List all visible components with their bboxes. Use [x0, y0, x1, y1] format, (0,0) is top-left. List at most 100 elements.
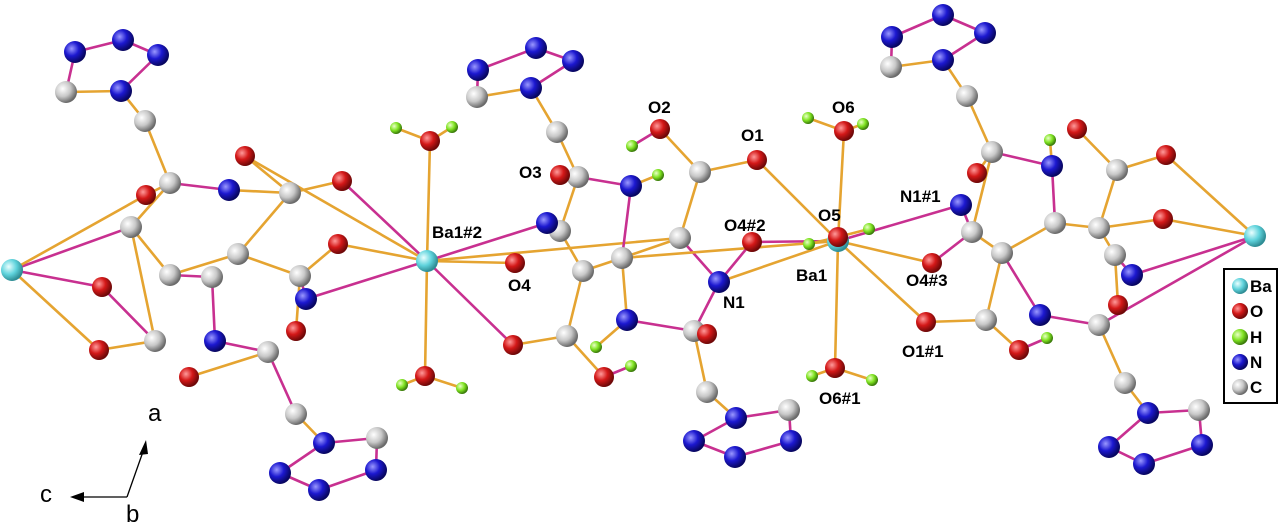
- atom-n-m-n2: [536, 212, 558, 234]
- legend-o-label: O: [1250, 302, 1263, 321]
- bond-ba_m-w2_o: [423, 259, 429, 378]
- atom-c-r-c5: [991, 242, 1013, 264]
- legend-n-swatch: [1232, 354, 1248, 370]
- atom-c-l-c1: [134, 110, 156, 132]
- atom-n-m-tn7: [724, 446, 746, 468]
- bond-ba_m-m_n2: [425, 221, 549, 263]
- atom-c-l-c10: [257, 341, 279, 363]
- axis-c-arrowhead: [70, 492, 84, 502]
- atom-layer: [1, 4, 1266, 501]
- atom-c-r-c3: [1106, 159, 1128, 181]
- atom-n-m-tn1: [467, 59, 489, 81]
- bond-ba_m-m_o4: [425, 259, 517, 265]
- atom-o-r-o4: [922, 253, 942, 273]
- label-o3: O3: [519, 163, 542, 182]
- atom-n-r-n3: [1121, 264, 1143, 286]
- atom-c-m-c6: [556, 325, 578, 347]
- atom-h-r-h5a: [803, 238, 815, 250]
- atom-c-l-c9: [144, 330, 166, 352]
- bond-ba_m-w1_o: [425, 139, 432, 263]
- axis-label-c: c: [40, 481, 52, 508]
- atom-o-m-o7: [697, 324, 717, 344]
- atom-c-m-c8: [689, 161, 711, 183]
- atom-n-r-n4: [1029, 304, 1051, 326]
- atom-c-r-c2: [981, 141, 1003, 163]
- bond-m_c7-m_c8: [678, 170, 702, 240]
- label-o5: O5: [818, 206, 841, 225]
- atom-n-r-n2: [950, 194, 972, 216]
- atom-h-r-h4: [1041, 332, 1053, 344]
- bond-l_c4-l_c9: [129, 225, 157, 343]
- atom-c-m-c2: [567, 166, 589, 188]
- bond-m_n3-m_c9: [625, 318, 696, 333]
- bond-ba_m-l_o2: [243, 154, 429, 263]
- atom-c-r-c11: [1114, 372, 1136, 394]
- atom-n-m-n3: [616, 309, 638, 331]
- bond-r_c2-r_c4: [970, 150, 994, 234]
- bond-ba_m-l_n1: [304, 259, 429, 301]
- bond-ba_r-r_o6b: [833, 239, 840, 370]
- bond-ba_r-m_o1: [755, 158, 840, 243]
- atom-n-r-tn3: [974, 22, 996, 44]
- atom-h-w2-h2: [456, 382, 468, 394]
- bond-ba_rr-r_n3: [1130, 234, 1257, 277]
- atom-o-r-o6b: [825, 358, 845, 378]
- atom-h-r-h2: [857, 118, 869, 130]
- atom-n-m-n4: [708, 271, 730, 293]
- legend-c-label: C: [1250, 378, 1262, 397]
- atom-h-r-h6b: [866, 374, 878, 386]
- atom-n-tl-n1: [64, 41, 86, 63]
- atom-o-m-o6: [594, 367, 614, 387]
- label-o1-1: O1#1: [902, 342, 944, 361]
- crystal-axes: a c b: [40, 400, 162, 527]
- atom-n-m-tn8: [683, 430, 705, 452]
- bond-l_c10-l_c11: [266, 350, 298, 416]
- atom-h-w2-h1: [396, 379, 408, 391]
- bond-ba_r-r_o1: [836, 239, 928, 324]
- atom-labels: O2 O1 O6 O3 Ba1#2 O5 N1#1 O4#2 O4 Ba1 N1…: [432, 98, 948, 408]
- atom-n-r-tn6: [1191, 434, 1213, 456]
- atom-n-m-n1: [620, 175, 642, 197]
- atom-h-r-h6a: [806, 370, 818, 382]
- atom-o-m-o2: [650, 119, 670, 139]
- legend-h-swatch: [1232, 329, 1248, 345]
- atom-c-r-c4: [961, 221, 983, 243]
- bond-r_c5-r_n4: [1000, 251, 1042, 317]
- atom-o-r-o1: [916, 312, 936, 332]
- label-o4: O4: [508, 276, 531, 295]
- label-ba1-2: Ba1#2: [432, 223, 482, 242]
- bond-ba_r-r_n2: [836, 203, 963, 243]
- atom-c-l-c7: [289, 265, 311, 287]
- bond-l_c6-l_c3: [236, 191, 292, 256]
- atom-ba-ba-rr: [1244, 225, 1266, 247]
- atom-n-tl-n3: [147, 44, 169, 66]
- atom-n-l-tn3: [308, 479, 330, 501]
- atom-n-tl-n4: [110, 80, 132, 102]
- atom-ba-ba-m: [416, 250, 438, 272]
- atom-o-m-o4: [505, 253, 525, 273]
- atom-c-m-c7: [669, 227, 691, 249]
- atom-o-l-o8: [179, 367, 199, 387]
- atom-o-r-o10: [1108, 295, 1128, 315]
- atom-c-m-c10: [696, 381, 718, 403]
- atom-o-r-o5: [828, 227, 848, 247]
- atom-h-m-h3: [590, 341, 602, 353]
- atom-c-l-c3: [279, 182, 301, 204]
- label-o6: O6: [832, 98, 855, 117]
- atom-o-l-o4: [328, 234, 348, 254]
- atom-n-l-n1: [295, 288, 317, 310]
- legend-ba-label: Ba: [1250, 277, 1272, 296]
- bond-l_c1-l_c2: [143, 119, 172, 185]
- legend-c-swatch: [1232, 379, 1248, 395]
- atom-c-l-c6: [227, 243, 249, 265]
- atom-c-l-c11: [285, 403, 307, 425]
- bond-ba_m-l_o1: [340, 179, 429, 263]
- atom-n-r-n1: [1041, 155, 1063, 177]
- bond-ba_rr-r_o8: [1164, 153, 1257, 238]
- atom-n-l-tn1: [313, 432, 335, 454]
- atom-c-r-tc: [880, 56, 902, 78]
- legend-h-label: H: [1250, 328, 1262, 347]
- atom-n-m-tn2: [525, 37, 547, 59]
- atom-n-r-tn5: [1137, 402, 1159, 424]
